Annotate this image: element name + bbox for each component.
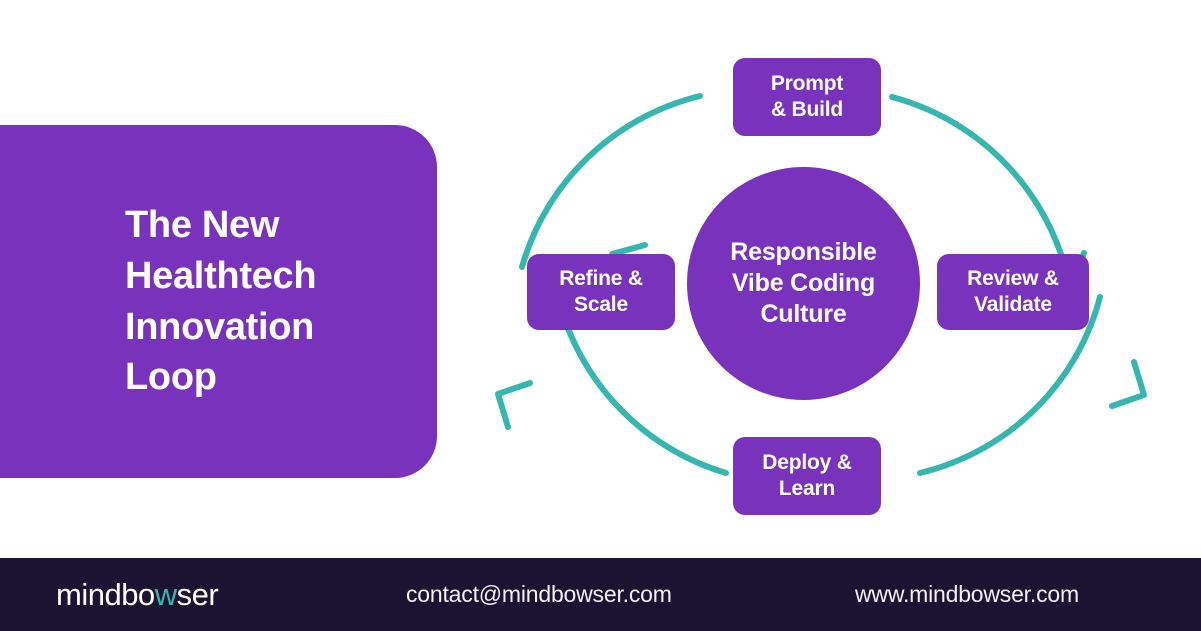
arc-prompt-to-review	[889, 94, 1068, 270]
innovation-loop-diagram: Responsible Vibe Coding Culture Prompt &…	[495, 35, 1147, 535]
page-title: The New Healthtech Innovation Loop	[125, 203, 317, 399]
arrowhead-review-to-deploy	[1109, 359, 1147, 409]
mindbowser-logo[interactable]: mindbowser	[56, 576, 219, 613]
footer-bar: mindbowser contact@mindbowser.com www.mi…	[0, 558, 1201, 631]
loop-arcs-svg	[495, 93, 1147, 476]
node-deploy-learn[interactable]: Deploy & Learn	[733, 437, 881, 515]
node-refine-scale[interactable]: Refine & Scale	[527, 254, 675, 330]
footer-website[interactable]: www.mindbowser.com	[855, 581, 1079, 607]
node-review-validate[interactable]: Review & Validate	[937, 254, 1089, 330]
logo-accent-letter: w	[154, 576, 177, 612]
arc-refine-to-prompt	[519, 93, 703, 270]
logo-prefix-text: mindbo	[56, 576, 155, 612]
footer-email[interactable]: contact@mindbowser.com	[406, 581, 672, 607]
arrowhead-deploy-to-refine	[495, 380, 533, 430]
arc-review-to-deploy	[917, 294, 1103, 476]
hero-title-panel: The New Healthtech Innovation Loop	[0, 125, 437, 478]
node-prompt-build[interactable]: Prompt & Build	[733, 58, 881, 136]
center-circle: Responsible Vibe Coding Culture	[687, 167, 920, 400]
center-circle-label: Responsible Vibe Coding Culture	[730, 238, 877, 328]
logo-suffix-text: ser	[176, 576, 219, 612]
